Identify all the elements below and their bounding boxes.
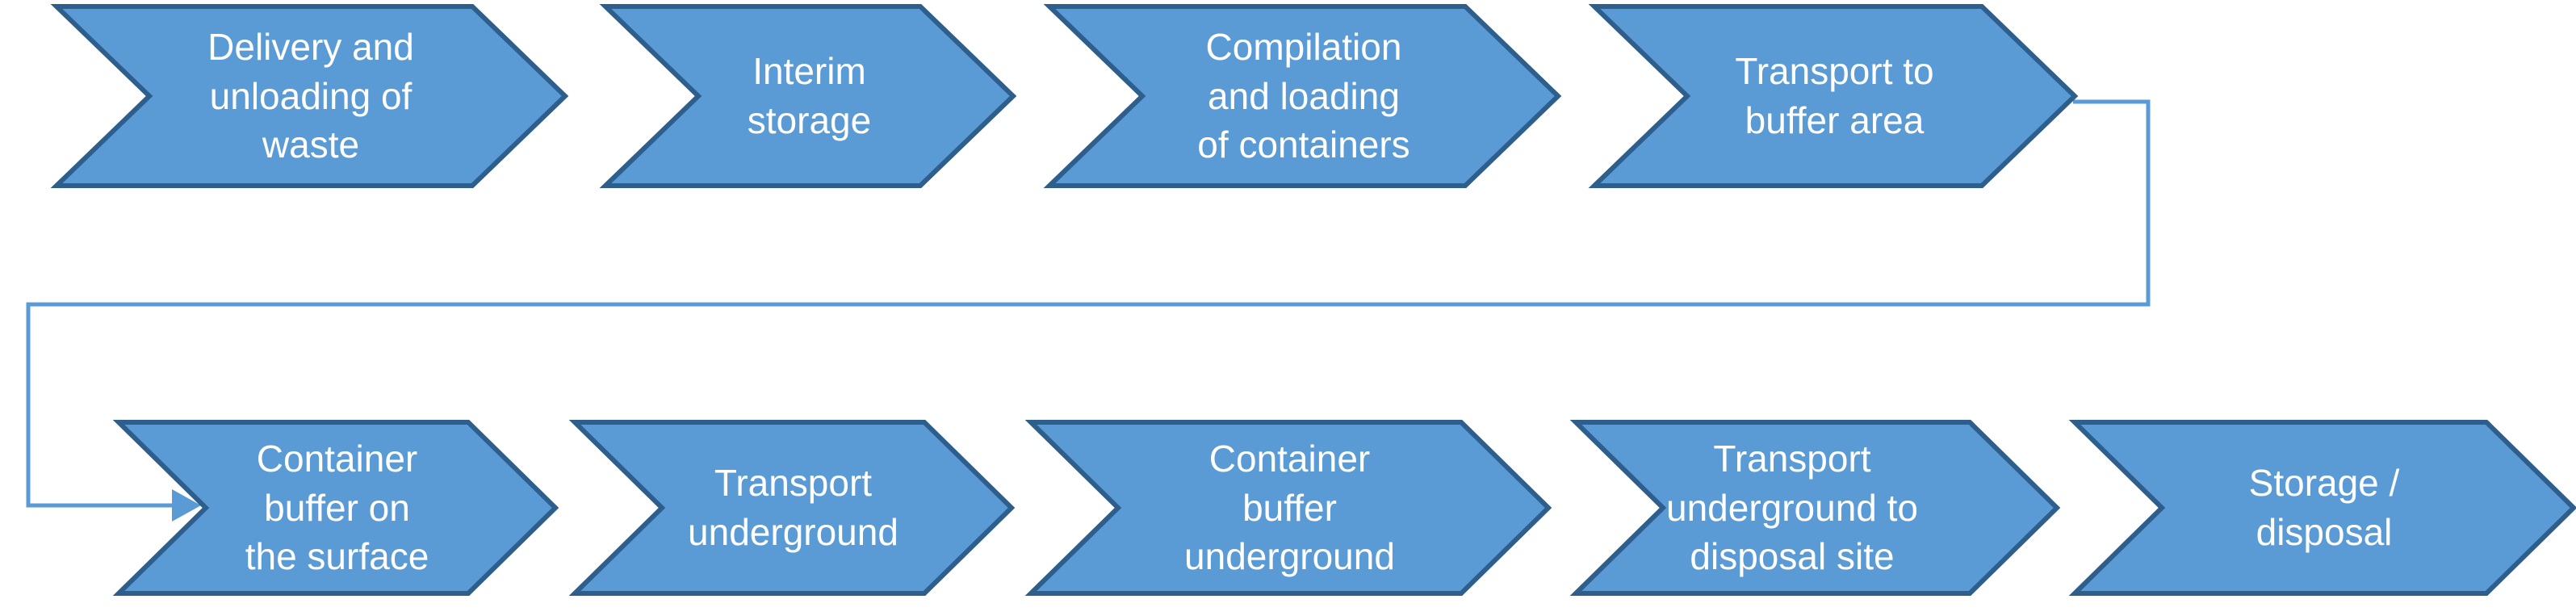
chevron-shape-step-1[interactable] <box>50 4 569 188</box>
chevron-shape-step-3[interactable] <box>1043 4 1562 188</box>
chevron-shape-step-7[interactable] <box>1024 420 1552 596</box>
row-wrap-connector-arrowhead <box>172 489 201 522</box>
chevron-shape-step-5[interactable] <box>112 420 559 596</box>
row-wrap-connector-line <box>26 99 2151 508</box>
chevron-shape-step-9[interactable] <box>2068 420 2576 596</box>
chevron-shape-step-2[interactable] <box>599 4 1017 188</box>
chevron-shape-step-4[interactable] <box>1588 4 2079 188</box>
chevron-shape-step-6[interactable] <box>568 420 1016 596</box>
chevron-shape-step-8[interactable] <box>1569 420 2061 596</box>
